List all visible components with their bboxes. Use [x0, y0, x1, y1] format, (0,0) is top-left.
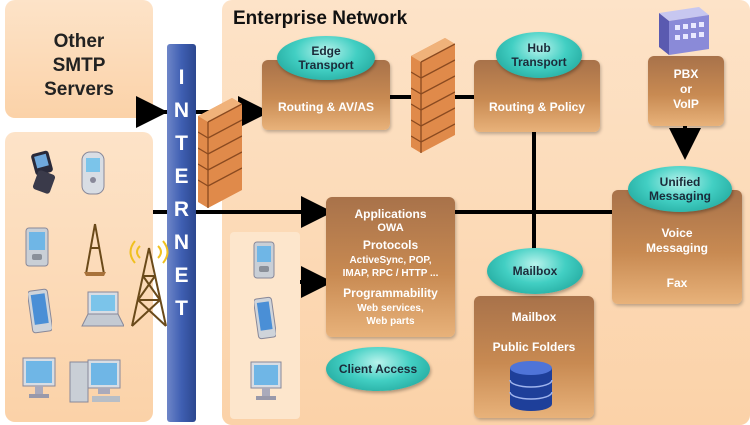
- other-smtp-line-3: Servers: [44, 79, 114, 100]
- um-line-2: Messaging: [645, 241, 708, 255]
- hub-transport-oval: Hub Transport: [496, 32, 582, 78]
- um-oval-line-1: Unified: [659, 175, 701, 189]
- client-access-box: Applications OWA Protocols ActiveSync, P…: [326, 197, 455, 337]
- protocols-list-line-1: ActiveSync, POP,: [349, 255, 432, 266]
- laptop-icon: [81, 291, 124, 327]
- prog-list-line-1: Web services,: [357, 303, 424, 314]
- internet-bar: I N T E R N E T: [167, 44, 196, 422]
- mailbox-oval-label: Mailbox: [512, 264, 558, 278]
- um-line-1: Voice: [661, 226, 693, 240]
- hub-routing-label: Routing & Policy: [489, 100, 585, 114]
- pbx-line-1: PBX: [673, 67, 699, 81]
- mailbox-line-2: Public Folders: [492, 340, 576, 354]
- mailbox-oval: Mailbox: [487, 248, 583, 294]
- monitor-icon: [22, 357, 56, 398]
- smartphone-icon: [28, 288, 52, 334]
- other-smtp-panel: [5, 0, 153, 118]
- enterprise-title: Enterprise Network: [233, 8, 408, 29]
- flip-phone-icon: [31, 150, 56, 194]
- protocols-list-line-2: IMAP, RPC / HTTP ...: [342, 268, 439, 279]
- internet-letter: E: [174, 264, 189, 287]
- protocols-label: Protocols: [362, 238, 419, 252]
- desktop-pc-icon: [69, 359, 121, 403]
- internet-letter: R: [173, 198, 190, 221]
- applications-label: Applications: [354, 207, 427, 221]
- owa-label: OWA: [377, 222, 404, 234]
- other-smtp-line-2: SMTP: [52, 55, 106, 76]
- cell-tower-icon: [129, 240, 169, 327]
- internet-letter: T: [175, 132, 188, 155]
- internet-letter: N: [173, 231, 190, 254]
- other-smtp-line-1: Other: [53, 31, 105, 52]
- firewall-icon: [198, 98, 242, 208]
- unified-messaging-oval: Unified Messaging: [628, 166, 732, 212]
- mobile-phone-icon: [81, 151, 105, 195]
- edge-routing-label: Routing & AV/AS: [278, 100, 374, 114]
- pda-icon: [253, 241, 275, 279]
- internet-letter: E: [174, 165, 189, 188]
- antenna-icon: [84, 223, 106, 276]
- edge-oval-line-1: Edge: [311, 44, 341, 58]
- monitor-icon: [250, 361, 282, 400]
- mailbox-line-1: Mailbox: [511, 310, 557, 324]
- programmability-label: Programmability: [343, 286, 438, 300]
- pbx-server-icon: [659, 7, 709, 55]
- hub-oval-line-2: Transport: [511, 55, 567, 69]
- client-access-oval: Client Access: [326, 347, 430, 391]
- pda-icon: [25, 227, 49, 267]
- client-access-oval-label: Client Access: [338, 362, 418, 376]
- firewall-icon: [411, 38, 455, 153]
- smartphone-icon: [254, 296, 276, 340]
- other-smtp-label: Other SMTP Servers: [5, 30, 153, 102]
- pbx-line-2: or: [680, 82, 692, 96]
- internet-letter: N: [173, 99, 190, 122]
- um-fax-label: Fax: [666, 276, 688, 290]
- pbx-voip-box: PBX or VoIP: [648, 56, 724, 126]
- internet-letter: I: [178, 66, 185, 89]
- database-icon: [509, 361, 553, 411]
- prog-list-line-2: Web parts: [366, 316, 415, 327]
- pbx-line-3: VoIP: [673, 97, 699, 111]
- internet-letter: T: [175, 297, 188, 320]
- edge-oval-line-2: Transport: [298, 58, 354, 72]
- hub-oval-line-1: Hub: [527, 41, 551, 55]
- edge-transport-oval: Edge Transport: [277, 36, 375, 80]
- um-oval-line-2: Messaging: [648, 189, 711, 203]
